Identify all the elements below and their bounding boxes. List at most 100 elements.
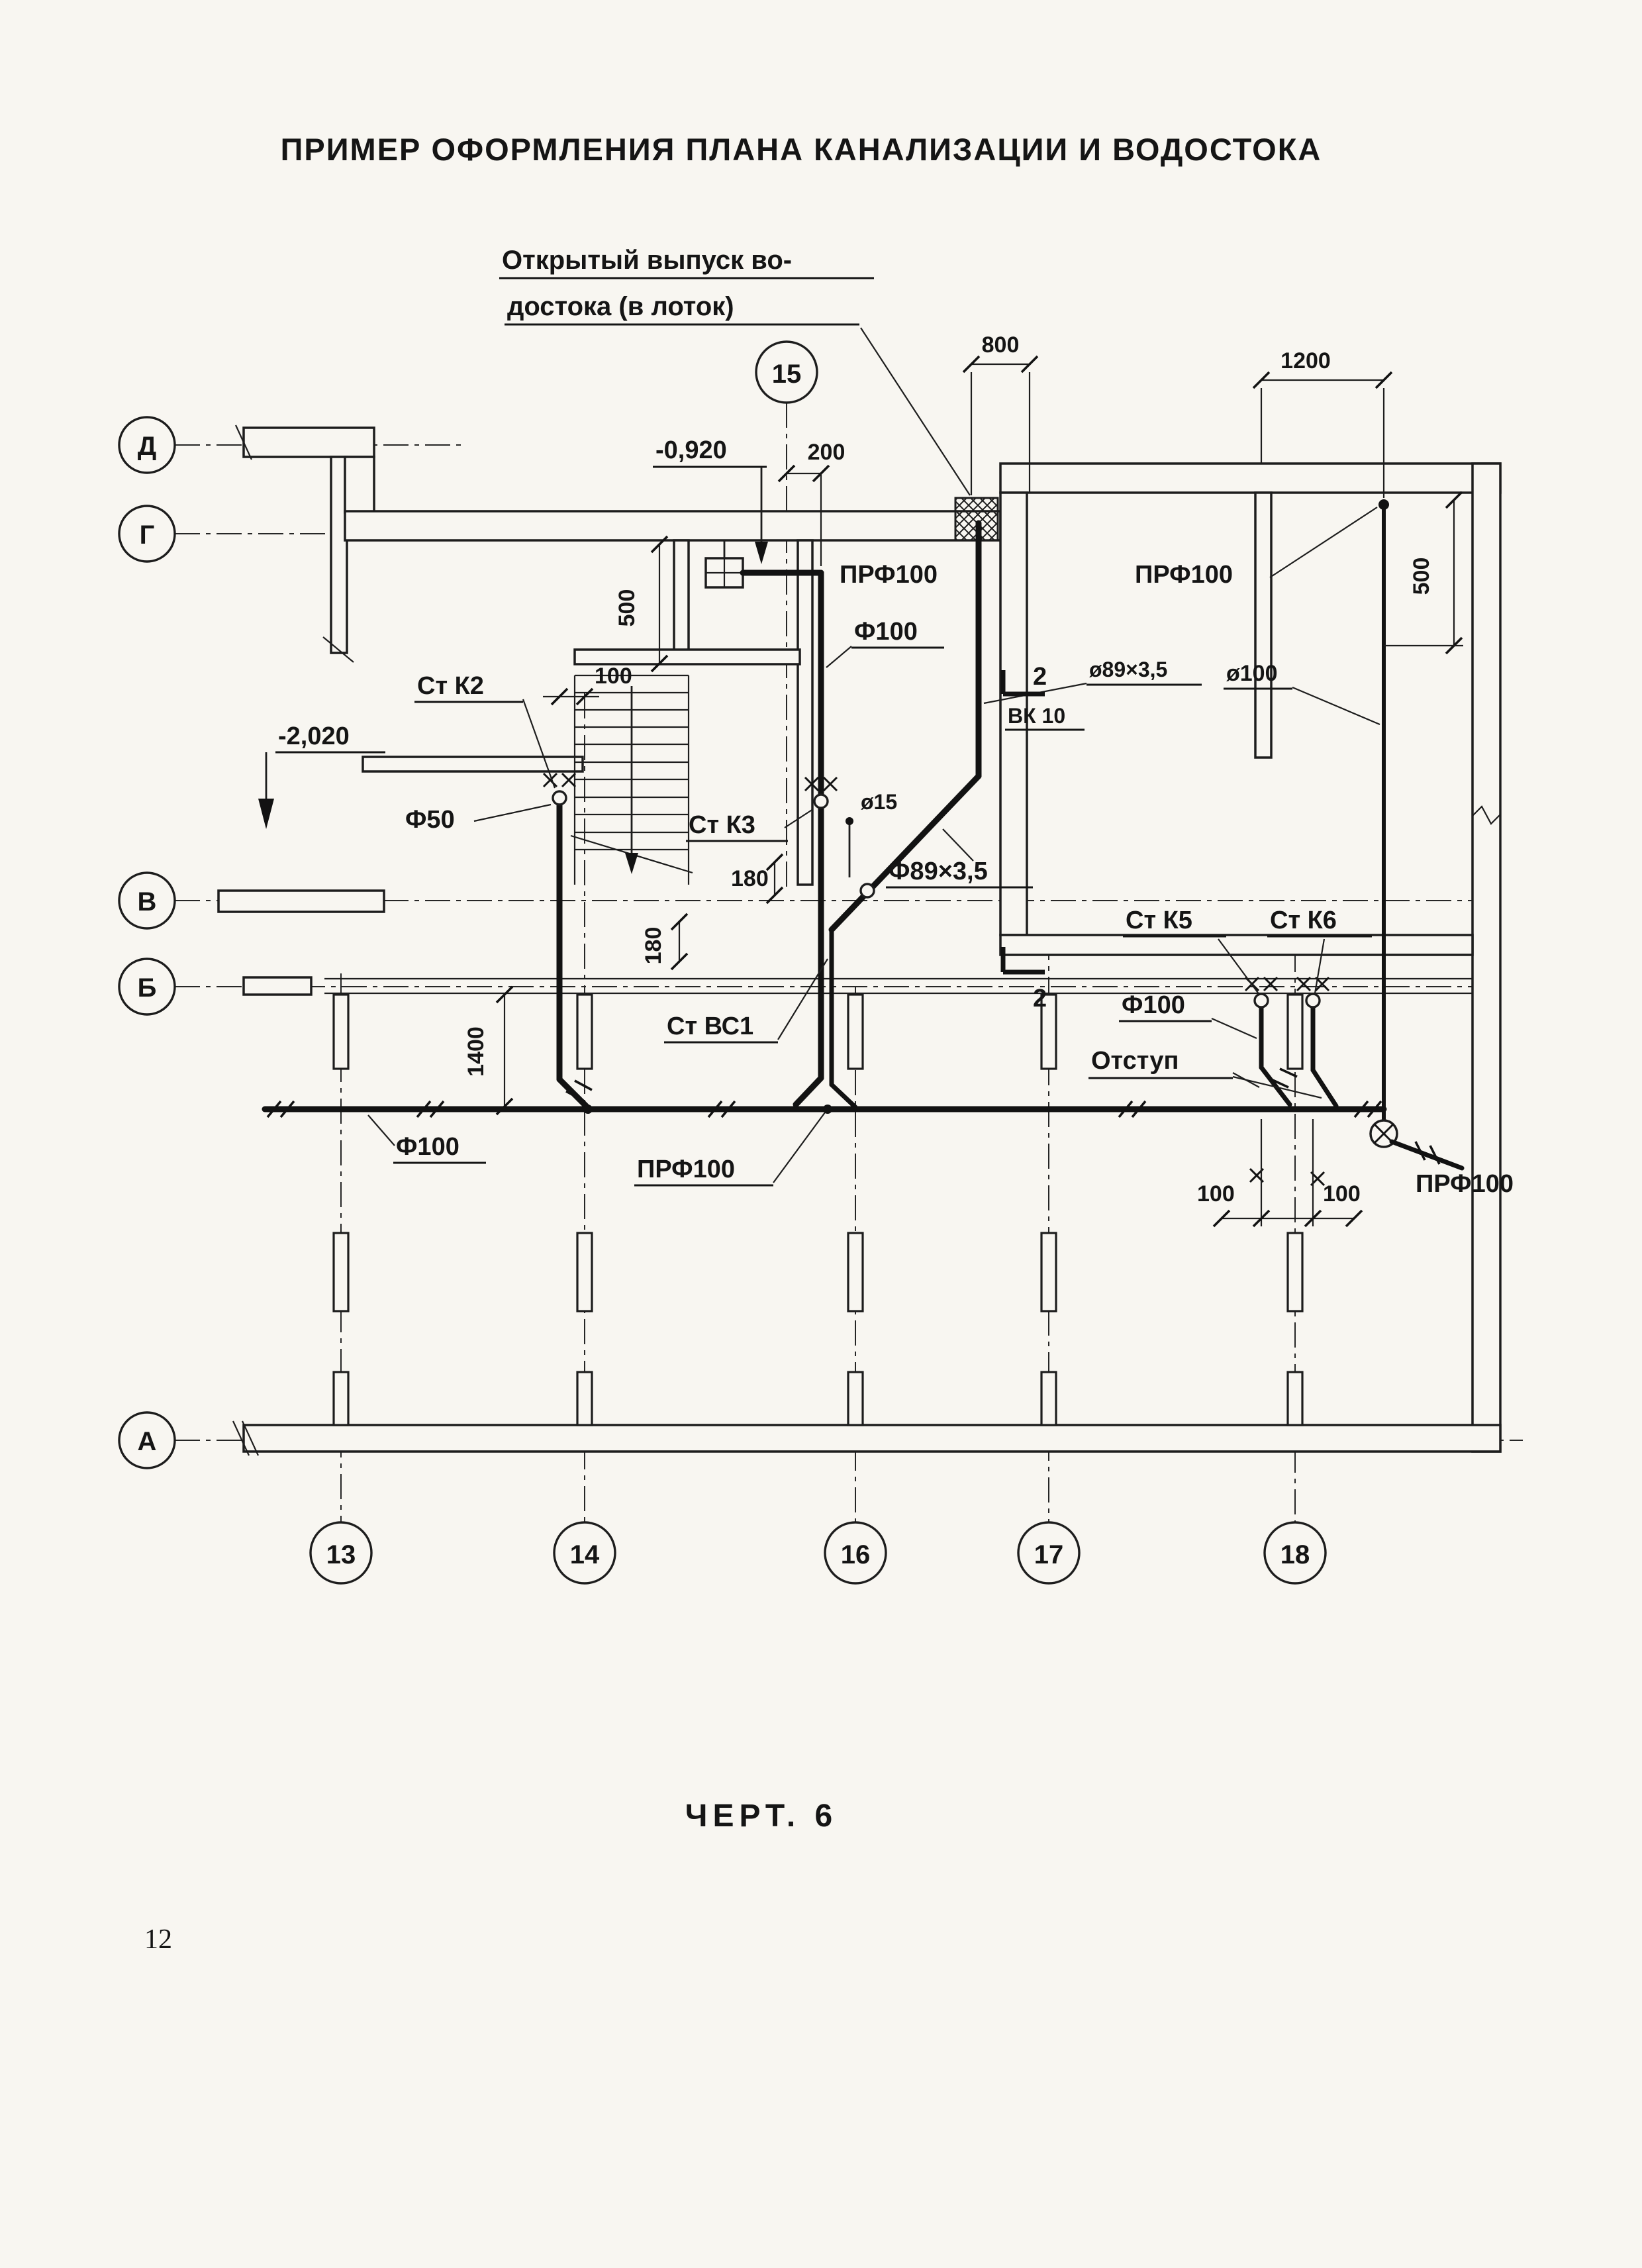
note-leader <box>860 327 971 496</box>
dim-500-left: 500 <box>614 589 640 627</box>
roof-funnel-point <box>1378 499 1389 510</box>
note-line-2: достока (в лоток) <box>507 292 734 321</box>
elevation-marks: -0,920 -2,020 <box>258 436 768 829</box>
dim-800: 800 <box>982 332 1020 358</box>
wall-connector <box>344 456 375 514</box>
wall-row-g <box>344 510 1002 542</box>
dim-500-right: 500 <box>1409 558 1434 595</box>
elevation-arrow <box>755 542 768 564</box>
elevation-upper: -0,920 <box>655 436 727 464</box>
column <box>1040 993 1057 1070</box>
annotations: ПРФ100 Ф100 ПРФ100 ø89×3,5 ø100 Ст К2 Ф5… <box>367 507 1514 1198</box>
axis-label-row-d: Д <box>138 432 157 461</box>
column <box>1040 1232 1057 1312</box>
dimensions: 800 1200 200 500 500 100 180 <box>463 332 1463 1228</box>
label-stack-k5: Ст К5 <box>1126 907 1192 934</box>
wall-row-a-bottom <box>242 1424 1502 1453</box>
axis-bubble-col-18 <box>1263 1521 1327 1585</box>
label-prf100-top: ПРФ100 <box>840 561 938 589</box>
pipe-riser-k3-bend <box>793 1075 824 1108</box>
pipe-riser-k5-offset <box>1259 1065 1292 1107</box>
wall-top-right <box>999 462 1502 494</box>
break-mark <box>1472 805 1501 825</box>
label-f50: Ф50 <box>405 806 455 834</box>
pipe-riser-k6-offset <box>1310 1067 1339 1109</box>
wall-stair-right <box>797 539 814 886</box>
axis-label-col-13: 13 <box>326 1540 356 1569</box>
label-d100: ø100 <box>1226 661 1278 686</box>
page-number: 12 <box>144 1924 172 1955</box>
pipe-riser-k2-bend <box>556 1076 591 1111</box>
dim-100-bottom-left: 100 <box>1197 1181 1235 1207</box>
wall-left-upper <box>330 456 348 654</box>
pilaster <box>332 1371 350 1426</box>
figure-caption: ЧЕРТ. 6 <box>685 1799 838 1834</box>
wall-right-exterior <box>1471 462 1502 1453</box>
axis-label-row-b: Б <box>138 973 157 1003</box>
pilaster <box>847 1371 864 1426</box>
wall-corridor-left <box>362 756 584 773</box>
label-stack-vs1: Ст ВС1 <box>667 1012 753 1040</box>
stack-symbol-k6 <box>1305 993 1321 1009</box>
drawing-title: ПРИМЕР ОФОРМЛЕНИЯ ПЛАНА КАНАЛИЗАЦИИ И ВО… <box>281 132 1322 167</box>
stack-symbol-vs1 <box>859 883 875 899</box>
axis-label-col-17: 17 <box>1034 1540 1064 1569</box>
pipe-storm-lower-bend <box>829 1082 858 1110</box>
wall-corridor-right <box>999 934 1474 956</box>
wall-row-b-left <box>242 976 313 996</box>
axis-bubble-row-d <box>118 416 176 474</box>
label-f89: Ф89×3,5 <box>889 858 988 885</box>
grid-axes: Д Г В Б А 15 13 14 16 17 18 <box>118 340 1523 1585</box>
label-f100-main: Ф100 <box>396 1133 459 1161</box>
wall-stair-left-upper <box>673 539 690 653</box>
label-stack-k3: Ст К3 <box>689 811 755 839</box>
section-marks: 2 ВК 10 2 <box>1000 663 1085 1012</box>
pipe-junction <box>823 1105 832 1114</box>
axis-label-col-15: 15 <box>772 360 802 389</box>
axis-label-col-18: 18 <box>1280 1540 1310 1569</box>
axis-label-col-14: 14 <box>570 1540 600 1569</box>
break-mark <box>232 1420 250 1456</box>
axis-bubble-col-15 <box>755 340 818 404</box>
label-prf100-top-right: ПРФ100 <box>1135 561 1233 589</box>
axis-label-row-g: Г <box>140 520 155 550</box>
axis-bubble-row-g <box>118 505 176 563</box>
axis-bubble-col-17 <box>1017 1521 1081 1585</box>
label-prf100-main: ПРФ100 <box>637 1156 735 1183</box>
staircase <box>570 674 693 885</box>
column <box>576 993 593 1070</box>
pipes <box>262 499 1465 1187</box>
pilaster <box>576 1371 593 1426</box>
stack-symbol-k5 <box>1253 993 1269 1009</box>
wall-top-left-block <box>242 426 375 458</box>
walls <box>217 424 1502 1456</box>
label-d89: ø89×3,5 <box>1089 658 1167 681</box>
axis-bubble-col-13 <box>309 1521 373 1585</box>
pipe-junction <box>583 1105 593 1114</box>
label-prf100-bottom-right: ПРФ100 <box>1416 1170 1514 1198</box>
break-mark <box>322 636 354 663</box>
wall-row-v-left <box>217 889 385 913</box>
break-mark <box>235 424 252 460</box>
dim-100-bottom-right: 100 <box>1323 1181 1361 1207</box>
pipe-slope-ticks <box>266 1067 1441 1165</box>
label-stack-k2: Ст К2 <box>417 672 484 700</box>
column <box>1286 993 1304 1070</box>
dim-1200: 1200 <box>1280 348 1331 373</box>
stack-symbol-k2 <box>552 790 567 806</box>
label-d15: ø15 <box>861 790 897 814</box>
note-line-1: Открытый выпуск во- <box>502 246 792 275</box>
axis-bubble-row-b <box>118 958 176 1016</box>
axis-label-row-a: А <box>138 1427 157 1456</box>
elevation-arrow <box>258 799 274 829</box>
column <box>576 1232 593 1312</box>
pipe-outlet-bottom-right <box>1389 1139 1465 1171</box>
dim-200: 200 <box>808 440 845 465</box>
pilaster <box>1040 1371 1057 1426</box>
note-open-outlet: Открытый выпуск во- достока (в лоток) <box>499 246 971 496</box>
axis-label-col-16: 16 <box>841 1540 871 1569</box>
wall-room-partition-right <box>1254 491 1273 759</box>
axis-bubble-col-16 <box>824 1521 887 1585</box>
